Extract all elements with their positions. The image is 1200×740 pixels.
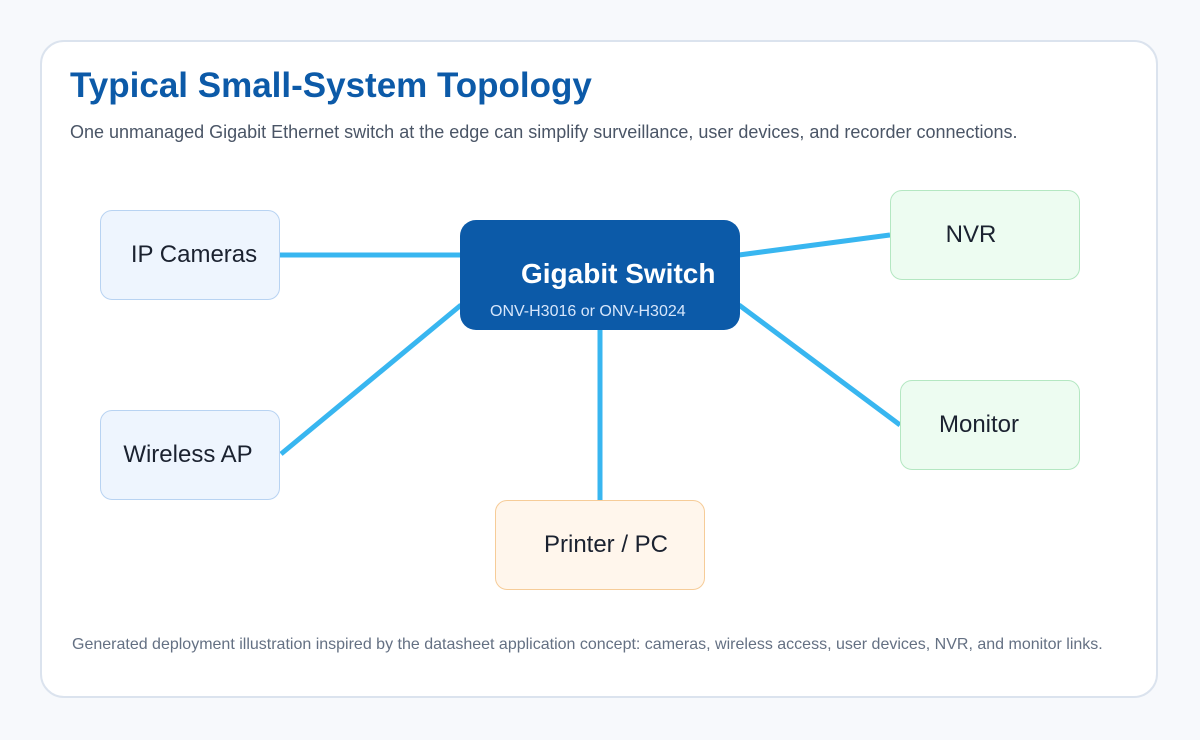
ip-cameras-node: IP Cameras: [100, 210, 280, 300]
nvr-node: NVR: [890, 190, 1080, 280]
link-wireless-ap: [279, 303, 463, 456]
link-nvr: [738, 232, 891, 258]
printer-pc-node: Printer / PC: [495, 500, 705, 590]
footnote: Generated deployment illustration inspir…: [72, 636, 1103, 653]
switch-name: Gigabit Switch: [521, 258, 716, 289]
ip-cameras-label: IP Cameras: [130, 241, 258, 268]
switch-models: ONV-H3016 or ONV-H3024: [490, 303, 686, 320]
page-subtitle: One unmanaged Gigabit Ethernet switch at…: [70, 122, 1018, 142]
printer-pc-label: Printer / PC: [543, 531, 669, 558]
link-monitor: [737, 302, 902, 428]
page-title: Typical Small-System Topology: [70, 66, 592, 105]
wireless-ap-node: Wireless AP: [100, 410, 280, 500]
monitor-node: Monitor: [900, 380, 1080, 470]
monitor-label: Monitor: [938, 411, 1020, 438]
gigabit-switch-node: Gigabit Switch ONV-H3016 or ONV-H3024: [460, 220, 740, 330]
nvr-label: NVR: [945, 221, 997, 248]
wireless-ap-label: Wireless AP: [123, 441, 253, 468]
